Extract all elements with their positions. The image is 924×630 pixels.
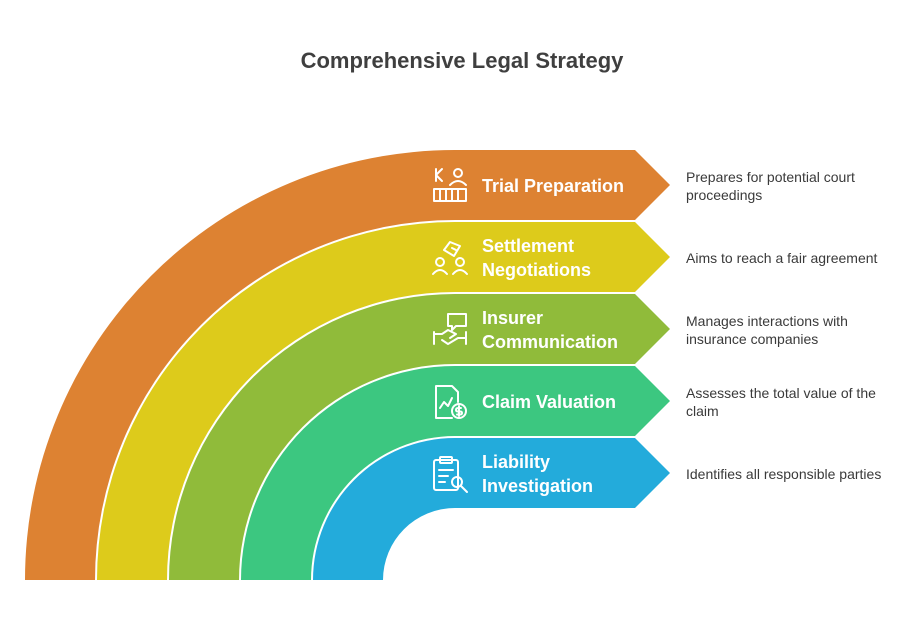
band-liability-investigation bbox=[313, 438, 670, 580]
label-claim-valuation: Claim Valuation bbox=[482, 392, 617, 412]
desc-liability-investigation: Identifies all responsible parties bbox=[686, 466, 882, 482]
desc-claim-valuation: Assesses the total value of the claim bbox=[686, 385, 876, 419]
label-insurer-communication: Insurer Communication bbox=[482, 308, 619, 352]
handshake-chat-icon bbox=[433, 313, 467, 345]
band-claim-valuation bbox=[241, 366, 670, 580]
band-insurer-communication bbox=[169, 294, 670, 580]
band-trial-preparation bbox=[25, 150, 670, 580]
label-liability-investigation: Liability Investigation bbox=[482, 452, 594, 496]
document-dollar-icon bbox=[435, 385, 467, 419]
diagram-title: Comprehensive Legal Strategy bbox=[300, 48, 624, 73]
band-settlement-negotiations bbox=[97, 222, 670, 580]
desc-settlement-negotiations: Aims to reach a fair agreement bbox=[686, 250, 878, 266]
clipboard-search-icon bbox=[433, 456, 468, 493]
label-settlement-negotiations: Settlement Negotiations bbox=[482, 236, 592, 280]
desc-trial-preparation: Prepares for potential court proceedings bbox=[686, 169, 855, 203]
negotiation-icon bbox=[432, 241, 468, 275]
desc-insurer-communication: Manages interactions with insurance comp… bbox=[686, 313, 848, 347]
label-trial-preparation: Trial Preparation bbox=[482, 176, 625, 196]
courtroom-icon bbox=[433, 168, 467, 202]
